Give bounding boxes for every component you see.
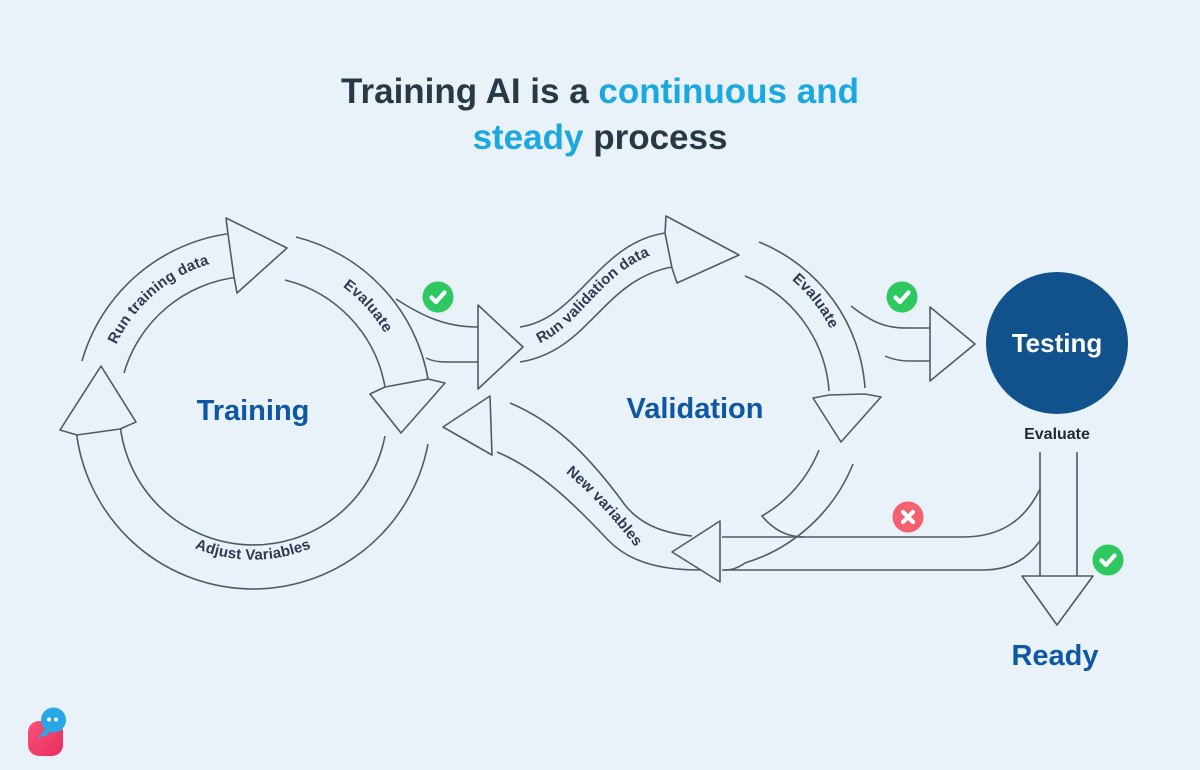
check-icon [886, 281, 918, 313]
training-band-run-inner [123, 276, 240, 374]
return-band-top [722, 488, 1041, 538]
new-variables-band-bottom [496, 451, 701, 571]
new-variables-band-top [509, 402, 693, 537]
testing-circle [986, 272, 1128, 414]
training-band-evaluate-inner [284, 279, 386, 388]
training-step-run: Run training data [105, 251, 212, 346]
arrow-tail-top [395, 298, 479, 328]
new-variables-arrowhead-icon [442, 395, 493, 456]
arrow-tail-top [850, 305, 930, 329]
return-arrowhead-left-icon [671, 520, 721, 583]
title-part-1: Training AI is a [341, 72, 589, 111]
check-glyph [893, 290, 911, 305]
testing-node: Testing Evaluate [986, 272, 1128, 443]
training-step-adjust: Adjust Variables [193, 536, 313, 564]
validation-arrowhead-down-icon [812, 393, 882, 443]
validation-entry-band-top [519, 232, 666, 328]
validation-evaluate-outer [758, 241, 866, 389]
training-arrowhead-left-icon [59, 365, 137, 436]
title-part-3: steady [473, 118, 584, 157]
validation-label: Validation [627, 393, 764, 425]
arrow-tail-bottom [425, 357, 478, 363]
training-arrowhead-right-icon [369, 378, 446, 434]
testing-label: Testing [1012, 328, 1103, 358]
training-band-adjust-inner [119, 423, 386, 546]
validation-arrowhead-top-icon [664, 215, 740, 284]
down-arrowhead-icon [1021, 575, 1094, 626]
training-band-evaluate-outer [295, 236, 429, 380]
logo-bubble-dot [54, 717, 58, 722]
return-band-bottom [722, 540, 1041, 571]
right-arrowhead-icon [929, 306, 976, 382]
cross-icon [892, 501, 924, 533]
right-arrowhead-icon [477, 304, 524, 390]
logo-bubble-tail [38, 729, 50, 738]
validation-entry-band-bottom [519, 266, 673, 363]
arrow-training-to-validation [395, 298, 524, 390]
validation-bottom-arc-inner [760, 449, 820, 538]
training-step-evaluate: Evaluate [340, 276, 396, 335]
training-band-run-outer [81, 232, 235, 362]
logo-bubble [41, 707, 66, 733]
check-icon [1092, 544, 1124, 576]
arrow-testing-to-ready [1021, 452, 1094, 626]
validation-bottom-arc-outer [723, 463, 854, 571]
training-label: Training [197, 395, 310, 427]
testing-step-evaluate: Evaluate [1024, 426, 1090, 443]
title-part-4: process [583, 118, 727, 157]
training-arrowhead-top-icon [225, 217, 288, 294]
check-glyph [429, 290, 447, 305]
arrow-validation-to-testing [850, 305, 976, 382]
title-part-2: continuous and [589, 72, 859, 111]
cross-glyph [900, 509, 916, 525]
arrow-tail-bottom [884, 355, 930, 362]
check-glyph [1099, 553, 1117, 568]
validation-evaluate-inner [744, 275, 830, 392]
validation-step-run: Run validation data [534, 243, 653, 347]
check-icon [422, 281, 454, 313]
training-band-adjust-outer [75, 428, 429, 590]
training-cycle: Run training data Evaluate Adjust Variab… [59, 217, 446, 590]
ready-label: Ready [1011, 640, 1098, 672]
chat-bubble-logo-icon [28, 707, 66, 756]
logo-bubble-dot [47, 717, 51, 722]
validation-cycle: Run validation data Evaluate New variabl… [442, 215, 1041, 583]
